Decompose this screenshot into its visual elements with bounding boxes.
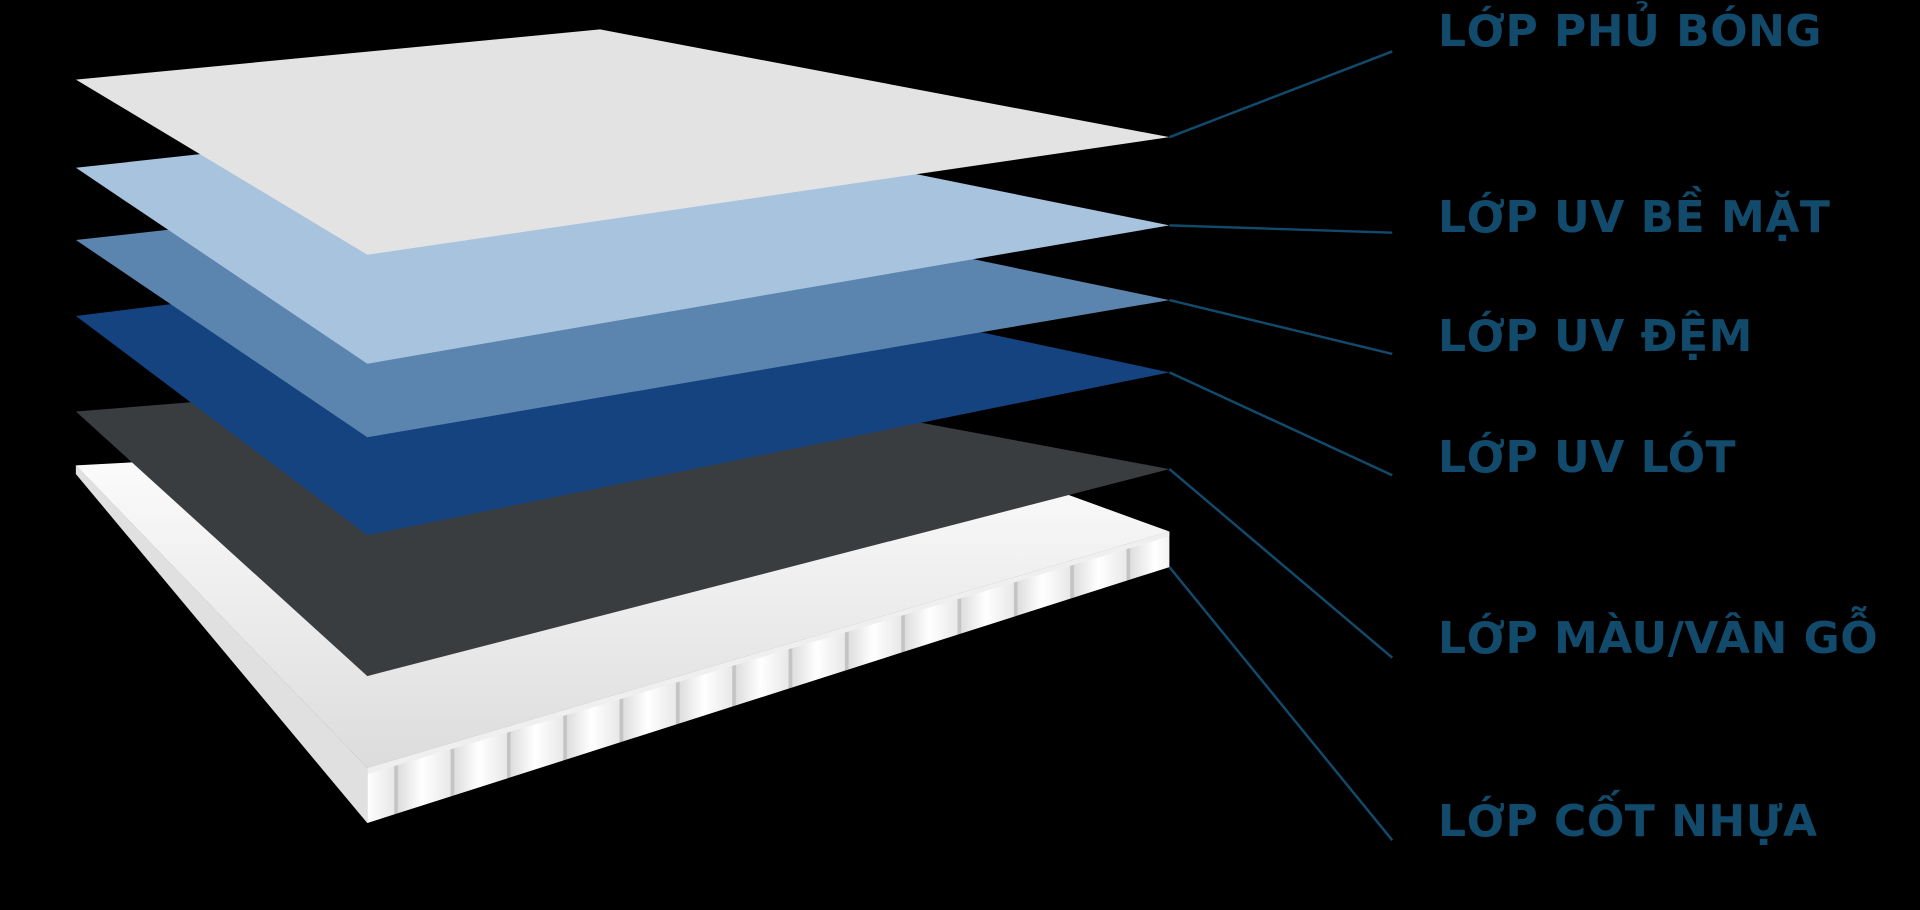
leader-plastic-core xyxy=(1168,566,1394,841)
leader-lines xyxy=(1168,50,1394,841)
leader-uv-primer xyxy=(1168,371,1393,477)
leader-uv-buffer xyxy=(1169,298,1393,356)
leader-uv-surface xyxy=(1169,224,1393,234)
label-gloss-coating: LỚP PHỦ BÓNG xyxy=(1438,6,1823,57)
label-uv-surface: LỚP UV BỀ MẶT xyxy=(1438,192,1831,243)
layer-gloss xyxy=(75,29,1170,255)
leader-gloss xyxy=(1168,50,1393,139)
label-color-woodgrain: LỚP MÀU/VÂN GỖ xyxy=(1438,613,1879,664)
leader-color-woodgrain xyxy=(1168,468,1394,659)
label-uv-buffer: LỚP UV ĐỆM xyxy=(1438,311,1753,362)
label-plastic-core: LỚP CỐT NHỰA xyxy=(1438,796,1818,847)
label-uv-primer: LỚP UV LÓT xyxy=(1438,432,1737,483)
